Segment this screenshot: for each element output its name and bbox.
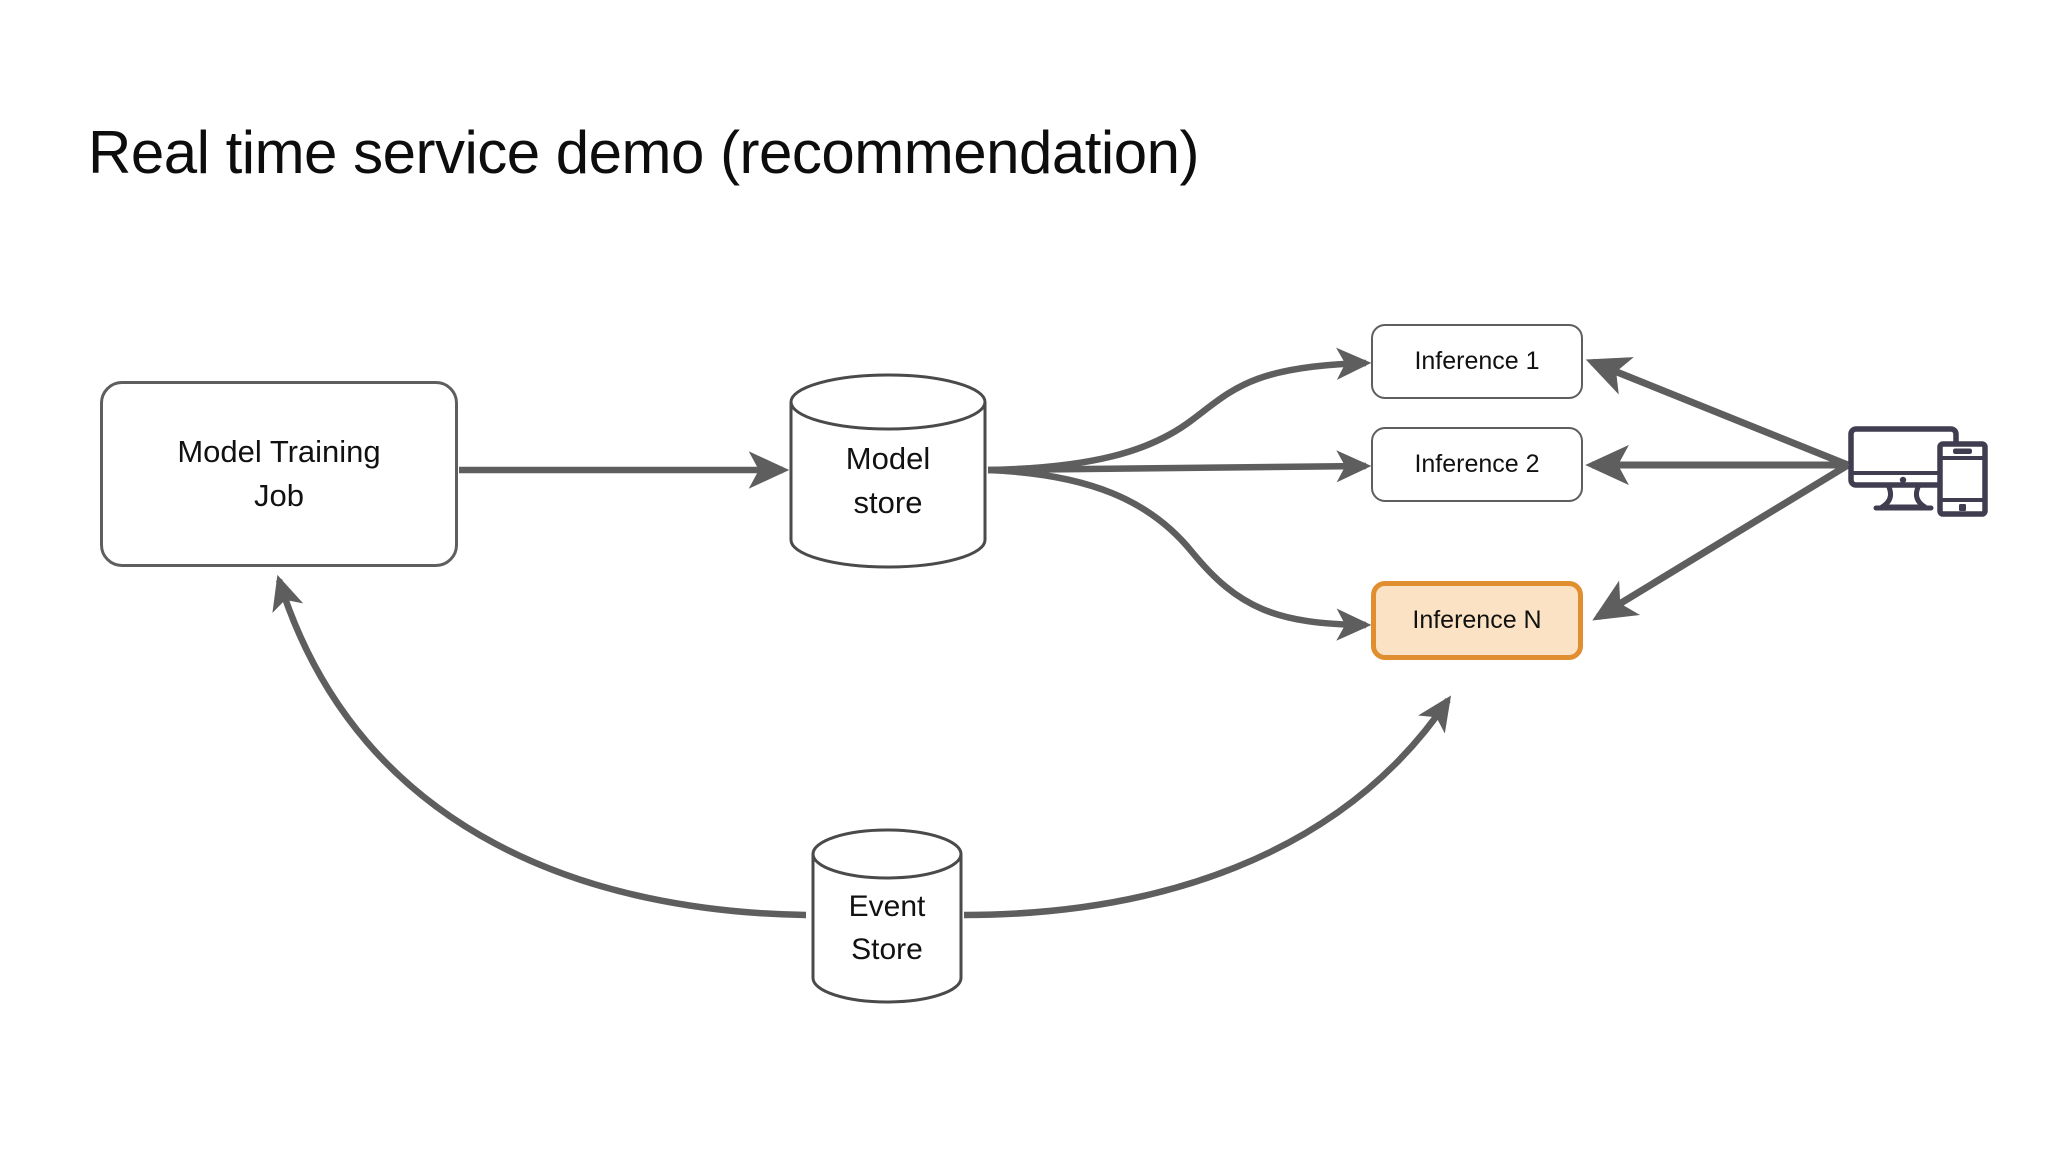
cylinder-shape — [789, 373, 987, 569]
node-label: Inference N — [1412, 606, 1542, 634]
edge-event-store-to-inference-n — [963, 695, 1452, 919]
node-model-store[interactable]: Model store — [788, 373, 988, 569]
node-inference-1[interactable]: Inference 1 — [1371, 324, 1583, 399]
node-model-training-job[interactable]: Model Training Job — [100, 381, 458, 567]
edge-model-store-to-inference-1 — [987, 347, 1372, 474]
edge-devices-to-inference-1 — [1585, 357, 1850, 469]
cylinder-shape — [811, 828, 963, 1004]
node-label: Inference 1 — [1414, 347, 1540, 375]
edge-model-store-to-inference-2 — [987, 450, 1372, 483]
page-title: Real time service demo (recommendation) — [88, 119, 1199, 186]
node-client-devices[interactable] — [1848, 425, 2018, 535]
node-label: Inference 2 — [1414, 450, 1540, 478]
node-label: Model store — [845, 441, 931, 521]
node-event-store[interactable]: Event Store — [810, 828, 964, 1004]
edge-devices-to-inference-n — [1592, 462, 1850, 621]
node-label: Event Store — [848, 890, 926, 966]
edge-event-store-to-training — [272, 574, 807, 919]
monitor-indicator-dot — [1899, 476, 1907, 484]
node-inference-n[interactable]: Inference N — [1371, 581, 1583, 660]
node-inference-2[interactable]: Inference 2 — [1371, 427, 1583, 502]
edge-model-store-to-inference-n — [987, 466, 1372, 641]
node-label: Model Training Job — [177, 433, 381, 513]
smartphone-icon — [1937, 441, 1988, 517]
